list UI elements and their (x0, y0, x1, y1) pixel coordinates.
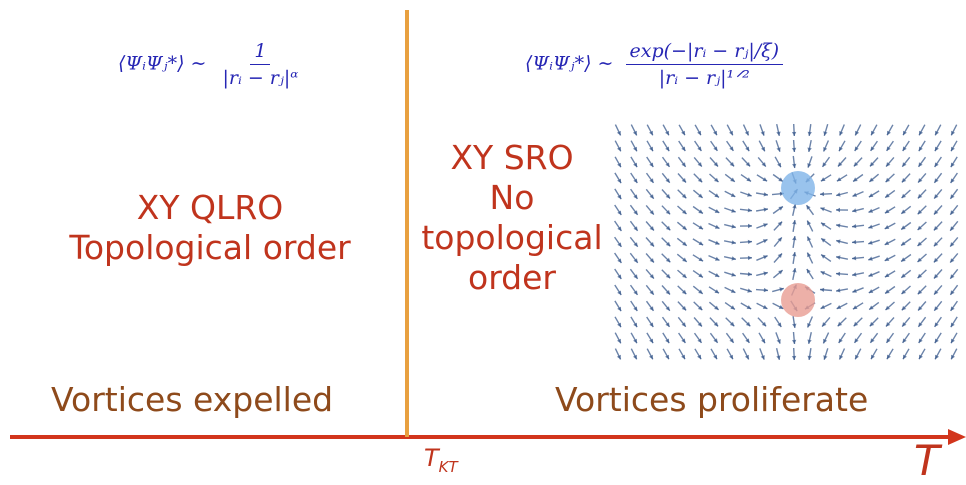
transition-temperature-subscript: KT (439, 458, 458, 476)
field-arrowhead (836, 272, 840, 276)
transition-temperature-symbol: T (424, 444, 439, 472)
field-arrowhead (820, 192, 824, 196)
left-order-label: XY QLRO Topological order (40, 188, 380, 268)
left-correlation-lhs: ⟨ΨᵢΨⱼ*⟩ ∼ (118, 53, 206, 75)
right-order-line1: XY SRO (412, 138, 612, 178)
field-arrowhead (764, 288, 768, 292)
left-correlation-formula: ⟨ΨᵢΨⱼ*⟩ ∼ 1 |rᵢ − rⱼ|ᵅ (118, 40, 302, 89)
field-arrowhead (792, 340, 796, 344)
right-order-line4: order (412, 258, 612, 298)
field-arrowhead (748, 240, 752, 244)
right-correlation-denominator: |rᵢ − rⱼ|¹ᐟ² (655, 65, 754, 89)
left-correlation-numerator: 1 (250, 40, 270, 65)
right-order-line3: topological (412, 218, 612, 258)
field-arrowhead (792, 132, 796, 136)
field-arrowhead (748, 224, 752, 228)
field-arrowhead (852, 240, 856, 244)
field-arrowhead (748, 208, 752, 212)
left-order-line2: Topological order (40, 228, 380, 268)
right-order-line2: No (412, 178, 612, 218)
field-arrowhead (836, 208, 840, 212)
field-arrowhead (820, 288, 824, 292)
right-vortex-status: Vortices proliferate (555, 380, 868, 419)
field-arrowhead (792, 164, 796, 168)
temperature-axis-label: T (914, 436, 940, 485)
field-arrowhead (748, 272, 752, 276)
field-arrowhead (748, 256, 752, 260)
field-arrowhead (732, 240, 736, 244)
field-arrowhead (792, 148, 796, 152)
right-order-label: XY SRO No topological order (412, 138, 612, 298)
vortex-marker (781, 171, 815, 205)
right-correlation-formula: ⟨ΨᵢΨⱼ*⟩ ∼ exp(−|rᵢ − rⱼ|/ξ) |rᵢ − rⱼ|¹ᐟ² (525, 40, 783, 89)
temperature-axis-arrowhead (948, 429, 966, 445)
transition-temperature-label: TKT (424, 444, 458, 476)
left-correlation-fraction: 1 |rᵢ − rⱼ|ᵅ (219, 40, 303, 89)
left-correlation-denominator: |rᵢ − rⱼ|ᵅ (219, 65, 303, 89)
left-vortex-status: Vortices expelled (51, 380, 333, 419)
left-order-line1: XY QLRO (40, 188, 380, 228)
right-correlation-numerator: exp(−|rᵢ − rⱼ|/ξ) (626, 40, 784, 65)
right-correlation-lhs: ⟨ΨᵢΨⱼ*⟩ ∼ (525, 53, 613, 75)
vortex-arrow-field (610, 120, 966, 365)
right-correlation-fraction: exp(−|rᵢ − rⱼ|/ξ) |rᵢ − rⱼ|¹ᐟ² (626, 40, 784, 89)
field-arrowhead (792, 356, 796, 360)
antivortex-marker (781, 283, 815, 317)
field-arrowhead (852, 256, 856, 260)
